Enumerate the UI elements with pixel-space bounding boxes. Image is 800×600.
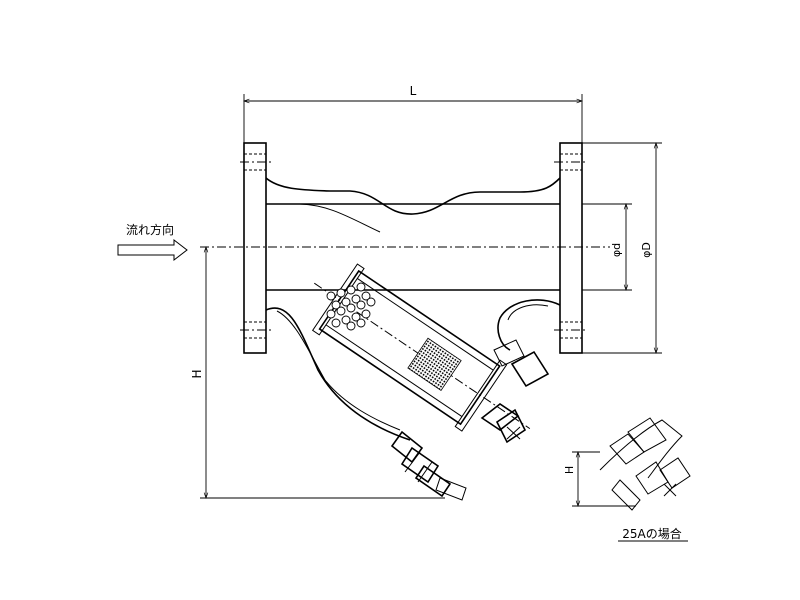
valve-body [240, 142, 586, 441]
dimension-height: H [190, 246, 445, 499]
body-top-contour [265, 177, 561, 215]
dimension-inner-diameter: φd [582, 203, 632, 291]
left-flange [243, 142, 267, 354]
vent-plug-assembly [480, 339, 550, 444]
label-detail-caption: 25Aの場合 [622, 526, 681, 541]
dimension-length: L [243, 84, 583, 143]
label-outer-diameter: φD [640, 242, 653, 258]
strainer-basket [311, 263, 531, 432]
bolt-holes [240, 153, 586, 339]
flow-arrow-icon [117, 238, 188, 262]
label-height-detail: H [563, 466, 576, 474]
mesh-screen [407, 337, 462, 391]
detail-25a: H 25Aの場合 [563, 417, 691, 542]
label-length: L [410, 84, 417, 98]
dimension-outer-diameter: φD [582, 142, 662, 354]
right-flange [559, 142, 583, 354]
body-lower-contour [265, 307, 411, 441]
label-flow-direction: 流れ方向 [126, 222, 174, 237]
flow-direction-indicator: 流れ方向 [117, 222, 188, 262]
drain-plug-assembly [390, 430, 467, 501]
label-inner-diameter: φd [610, 243, 623, 257]
label-height: H [190, 369, 204, 378]
perforation-holes [326, 282, 376, 331]
